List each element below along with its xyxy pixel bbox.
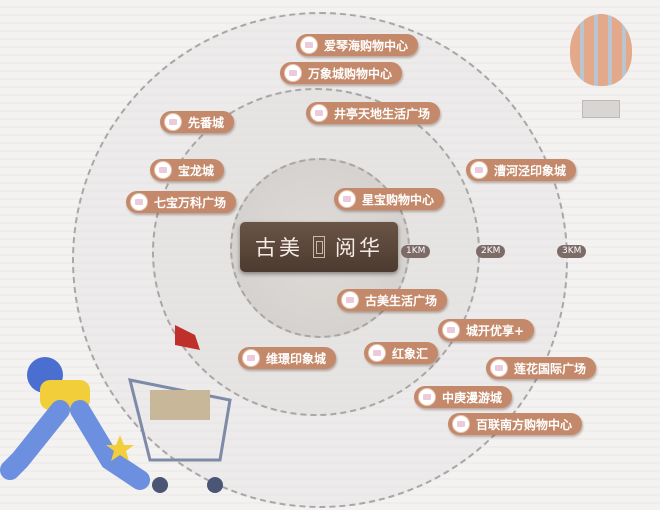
poi-pill: 漕河泾印象城	[466, 159, 577, 181]
poi-pill: 中庚漫游城	[414, 386, 513, 408]
poi-label: 中庚漫游城	[442, 390, 503, 405]
project-name-right: 阅华	[335, 236, 383, 260]
poi-pill: 星宝购物中心	[334, 188, 445, 210]
shopping-cart-icon	[127, 378, 232, 493]
mall-icon	[341, 291, 359, 309]
poi-pill: 先番城	[160, 111, 235, 133]
poi-pill: 莲花国际广场	[486, 357, 597, 379]
mall-icon	[310, 104, 328, 122]
mall-icon	[470, 161, 488, 179]
poi-label: 星宝购物中心	[362, 192, 435, 207]
red-heels-icon	[175, 325, 200, 350]
mall-icon	[368, 344, 386, 362]
poi-label: 宝龙城	[178, 163, 215, 178]
mall-icon	[442, 321, 460, 339]
poi-pill: 红象汇	[364, 342, 439, 364]
mall-icon	[338, 190, 356, 208]
ring-label-2km: 2KM	[476, 245, 506, 258]
poi-label: 百联南方购物中心	[476, 417, 573, 432]
mall-icon	[242, 349, 260, 367]
mall-icon	[164, 113, 182, 131]
poi-pill: 七宝万科广场	[126, 191, 237, 213]
poi-label: 城开优享+	[466, 323, 525, 338]
project-logo-icon	[313, 236, 325, 258]
poi-label: 维璟印象城	[266, 351, 327, 366]
poi-label: 莲花国际广场	[514, 361, 587, 376]
balloon-basket-icon	[582, 100, 620, 118]
poi-label: 七宝万科广场	[154, 195, 227, 210]
poi-label: 红象汇	[392, 346, 429, 361]
mall-icon	[284, 64, 302, 82]
poi-label: 古美生活广场	[365, 293, 438, 308]
shopper-figure-icon	[0, 357, 150, 490]
mall-icon	[452, 415, 470, 433]
mall-icon	[130, 193, 148, 211]
poi-label: 井亭天地生活广场	[334, 106, 431, 121]
poi-label: 万象城购物中心	[308, 66, 393, 81]
hot-air-balloon-icon	[570, 14, 632, 86]
ring-label-1km: 1KM	[401, 245, 431, 258]
poi-label: 爱琴海购物中心	[324, 38, 409, 53]
poi-pill: 万象城购物中心	[280, 62, 403, 84]
mall-icon	[154, 161, 172, 179]
poi-pill: 爱琴海购物中心	[296, 34, 419, 56]
poi-pill: 城开优享+	[438, 319, 535, 341]
mall-icon	[490, 359, 508, 377]
poi-pill: 百联南方购物中心	[448, 413, 583, 435]
project-label: 古美 阅华	[240, 222, 398, 272]
poi-label: 漕河泾印象城	[494, 163, 567, 178]
mall-icon	[418, 388, 436, 406]
poi-pill: 井亭天地生活广场	[306, 102, 441, 124]
poi-pill: 维璟印象城	[238, 347, 337, 369]
poi-label: 先番城	[188, 115, 225, 130]
shopper-illustration	[0, 325, 232, 493]
poi-pill: 古美生活广场	[337, 289, 448, 311]
project-name-left: 古美	[255, 236, 303, 260]
ring-label-3km: 3KM	[557, 245, 587, 258]
poi-pill: 宝龙城	[150, 159, 225, 181]
mall-icon	[300, 36, 318, 54]
